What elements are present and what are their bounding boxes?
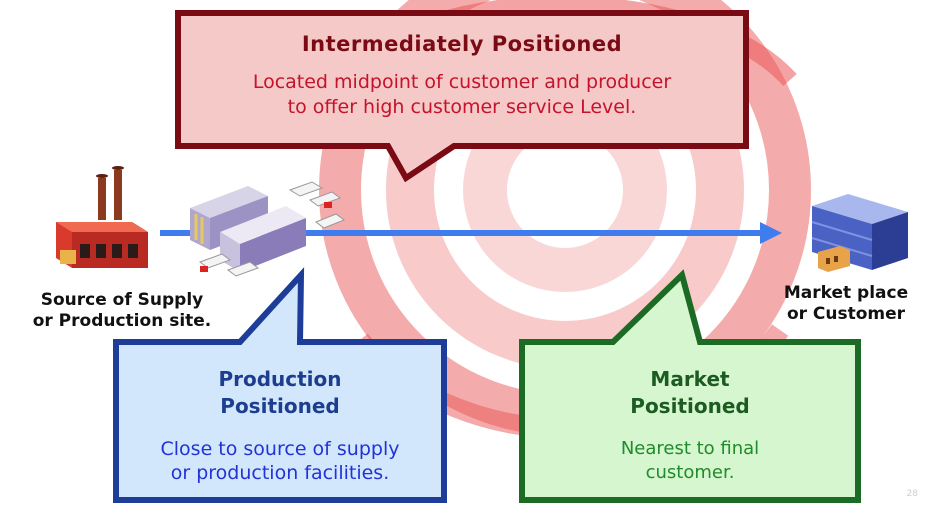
callout-market-body-line2: customer. [645, 462, 735, 483]
market-building-icon [811, 194, 908, 272]
callout-production-title: Production Positioned [120, 366, 440, 420]
factory-icon [56, 166, 148, 268]
page-number: 28 [906, 489, 918, 499]
market-place-label-line1: Market place [783, 283, 909, 303]
callout-production-title-line2: Positioned [220, 394, 340, 418]
callout-production-body: Close to source of supply or production … [120, 437, 440, 485]
source-label-line2: or Production site. [32, 311, 212, 331]
callout-intermediate-body: Located midpoint of customer and produce… [184, 70, 740, 120]
callout-production-text: Production Positioned Close to source of… [120, 366, 440, 485]
callout-intermediate-body-line1: Located midpoint of customer and produce… [252, 71, 672, 93]
source-label: Source of Supply or Production site. [8, 290, 236, 332]
callout-market-title-line1: Market [650, 367, 730, 391]
warehouse-icon [190, 181, 346, 277]
callout-market-title: Market Positioned [526, 366, 854, 420]
callout-intermediate-body-line2: to offer high customer service Level. [287, 96, 637, 118]
callout-production-body-line2: or production facilities. [170, 462, 390, 484]
callout-intermediate-text: Intermediately Positioned Located midpoi… [184, 32, 740, 120]
source-label-line1: Source of Supply [40, 290, 204, 310]
market-place-label-line2: or Customer [786, 304, 906, 324]
callout-market-body: Nearest to final customer. [526, 437, 854, 485]
callout-production-title-line1: Production [218, 367, 342, 391]
callout-market [519, 269, 861, 503]
callout-production [113, 267, 447, 503]
callout-market-body-line1: Nearest to final [620, 438, 760, 459]
callout-market-text: Market Positioned Nearest to final custo… [526, 366, 854, 485]
callout-production-body-line1: Close to source of supply [160, 438, 400, 460]
callout-intermediate [175, 10, 749, 183]
callout-intermediate-title: Intermediately Positioned [301, 32, 623, 56]
market-place-label: Market place or Customer [762, 283, 930, 325]
callout-market-title-line2: Positioned [630, 394, 750, 418]
